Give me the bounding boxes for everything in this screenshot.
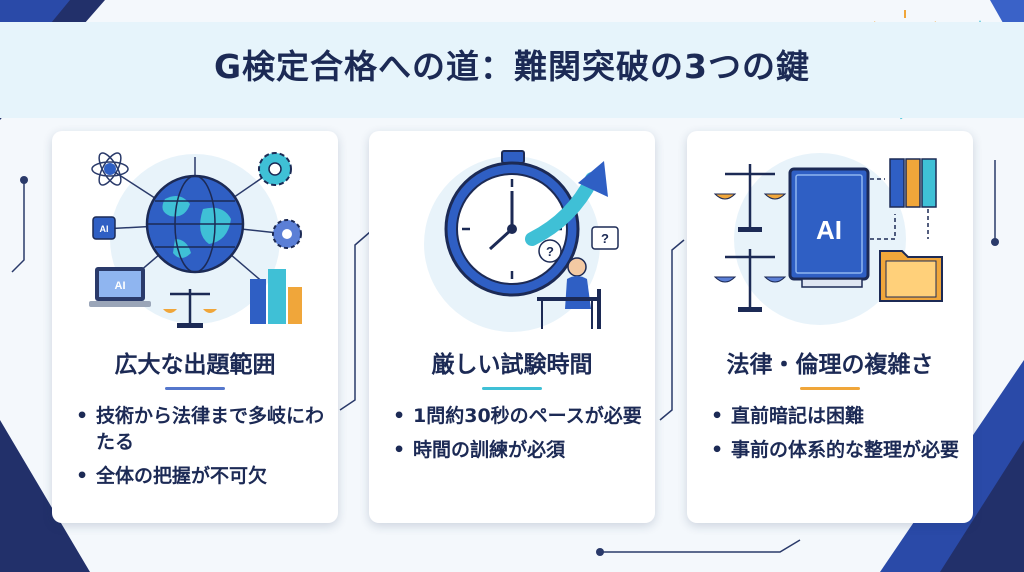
chip-ai-label: AI <box>100 224 109 234</box>
title-underline <box>165 387 225 390</box>
bullet-list: 技術から法律まで多岐にわたる 全体の把握が不可欠 <box>74 403 330 497</box>
svg-text:AI: AI <box>115 280 126 292</box>
svg-text:?: ? <box>601 231 609 246</box>
scope-illustration: AI AI <box>89 152 302 328</box>
book-ai-label: AI <box>816 215 842 245</box>
bullet-item: 事前の体系的な整理が必要 <box>709 437 965 463</box>
bullet-item: 時間の訓練が必須 <box>391 437 647 463</box>
card-time: ? ? 厳しい試験時間 1問約30秒のペースが必要 時間の訓練が必須 <box>369 131 655 523</box>
title-band <box>0 22 1024 118</box>
law-ethics-illustration: AI <box>713 153 943 325</box>
bullet-item: 直前暗記は困難 <box>709 403 965 429</box>
bullet-item: 全体の把握が不可欠 <box>74 463 330 489</box>
card-title: 法律・倫理の複雑さ <box>726 352 934 378</box>
bullet-item: 1問約30秒のペースが必要 <box>391 403 647 429</box>
title-underline <box>482 387 542 390</box>
bullet-list: 1問約30秒のペースが必要 時間の訓練が必須 <box>391 403 647 471</box>
bullet-item: 技術から法律まで多岐にわたる <box>74 403 330 455</box>
svg-text:?: ? <box>546 244 554 259</box>
card-title: 厳しい試験時間 <box>431 352 593 378</box>
page-title: G検定合格への道：難関突破の3つの鍵 <box>213 47 811 86</box>
card-scope: AI AI 広大な出題範囲 技術から法律まで多岐にわたる 全体の把握が不可欠 <box>52 131 338 523</box>
title-underline <box>800 387 860 390</box>
stopwatch-illustration: ? ? <box>424 150 619 332</box>
card-law-ethics: AI 法律・倫理の複雑さ 直前暗記は困難 事前の体系的な整理が必要 <box>687 131 973 523</box>
card-title: 広大な出題範囲 <box>114 352 276 378</box>
bullet-list: 直前暗記は困難 事前の体系的な整理が必要 <box>709 403 965 471</box>
